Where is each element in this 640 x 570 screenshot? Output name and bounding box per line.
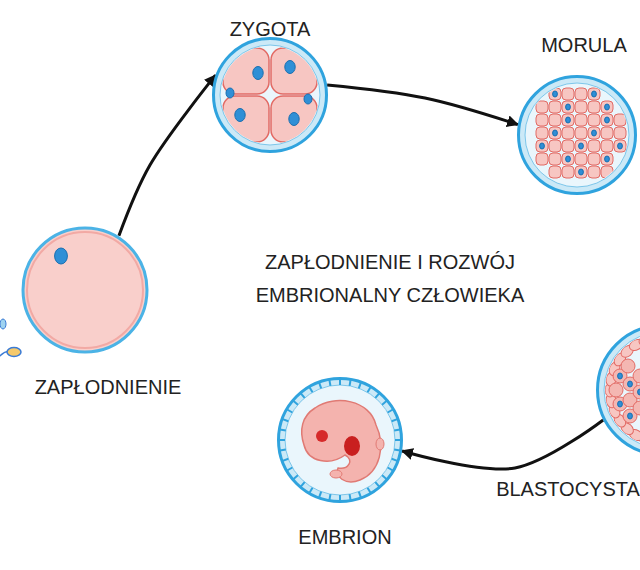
morula-cell: MORULA	[517, 75, 637, 195]
blastocyst-cell-drawing	[596, 324, 640, 456]
stage-arrow	[327, 85, 518, 125]
egg-cell: ZAPŁODNIENIE	[21, 226, 149, 354]
embryo-cell: EMBRION	[277, 377, 403, 503]
stage-label: ZAPŁODNIENIE	[35, 375, 182, 399]
blastocyst-cell: BLASTOCYSTA	[596, 324, 640, 456]
stage-arrow	[402, 420, 603, 469]
stage-arrow	[119, 75, 216, 236]
stage-label: MORULA	[541, 33, 627, 57]
stage-label: BLASTOCYSTA	[496, 477, 640, 501]
stage-label: EMBRION	[298, 525, 391, 549]
egg-cell-drawing	[21, 226, 149, 354]
sperm-cell	[0, 319, 21, 358]
diagram-title: ZAPŁODNIENIE I ROZWÓJ EMBRIONALNY CZŁOWI…	[240, 246, 540, 312]
stage-label: ZYGOTA	[230, 17, 311, 41]
zygote-cell: ZYGOTA	[212, 37, 328, 153]
zygote-cell-drawing	[212, 37, 328, 153]
morula-cell-drawing	[517, 75, 637, 195]
embryo-cell-drawing	[277, 377, 403, 503]
